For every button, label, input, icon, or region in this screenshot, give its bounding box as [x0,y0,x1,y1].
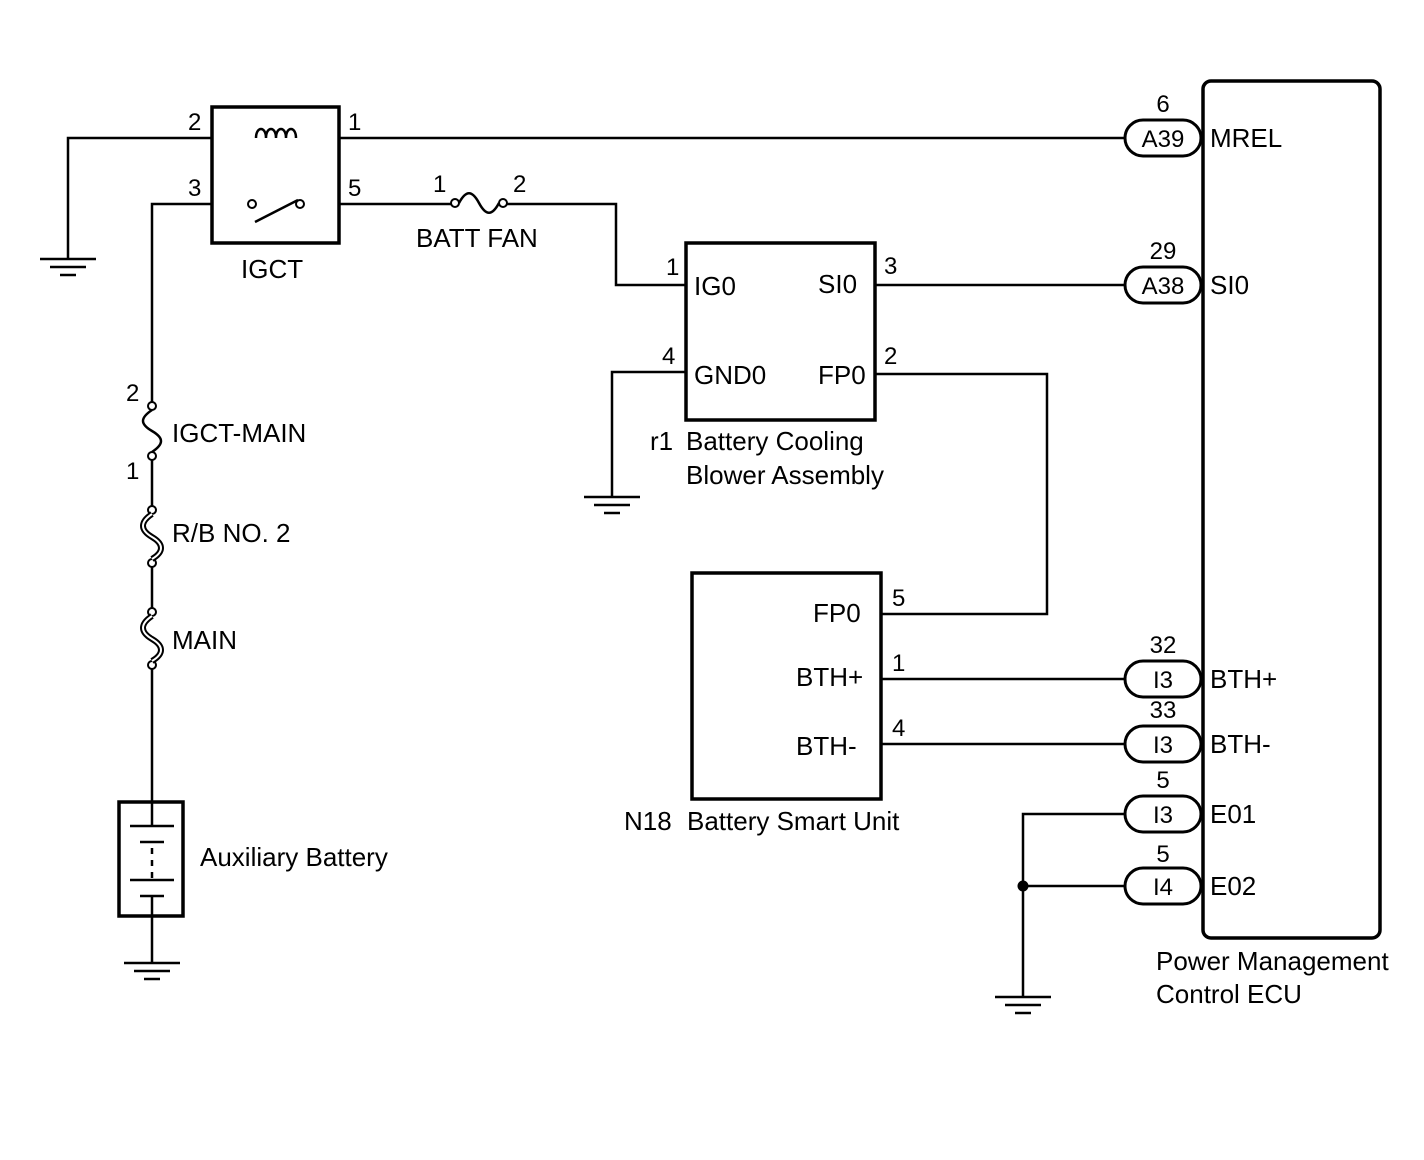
igct-main-label: IGCT-MAIN [172,418,306,448]
aux-battery-label: Auxiliary Battery [200,842,388,872]
terminal-label: E01 [1210,799,1256,829]
coil-icon [254,127,298,139]
wire-mrel [66,136,1126,258]
fuse-icon [141,408,163,454]
igct-main-fuse: 2 1 IGCT-MAIN [126,380,306,485]
pin-number: 29 [1150,238,1177,265]
pin-number: 5 [1156,767,1169,794]
pin-number: 1 [892,650,905,677]
connector-code: I3 [1153,732,1173,759]
pin-number: 1 [433,171,446,198]
pin-number: 4 [662,343,675,370]
rb-no2-label: R/B NO. 2 [172,518,290,548]
auxiliary-battery: Auxiliary Battery [117,800,388,918]
terminal-label: SI0 [1210,270,1249,300]
connector-code: I4 [1153,874,1173,901]
junction-dot [1017,880,1029,892]
smart-unit-box [690,571,883,801]
battery-smart-unit: FP0 BTH+ BTH- 5 1 4 N18 Battery Smart Un… [624,571,905,836]
ground-icon [584,495,640,515]
pin-number: 5 [1156,841,1169,868]
pin-number: 2 [884,343,897,370]
smart-unit-code: N18 [624,806,672,836]
connector-pill [1123,866,1203,906]
ground-icon [995,995,1051,1015]
ecu-name-line1: Power Management [1156,946,1389,976]
wire-batt-fan-out [505,202,686,287]
battery-icon [130,802,174,916]
terminal-label: MREL [1210,123,1282,153]
terminal-label: GND0 [694,360,766,390]
batt-fan-fuse: 1 2 BATT FAN [416,171,538,253]
wire-fp0 [876,372,1049,616]
terminal-label: BTH- [1210,729,1271,759]
pin-number: 2 [188,109,201,136]
pin-number: 32 [1150,632,1177,659]
blower-name-line2: Blower Assembly [686,460,884,490]
connector-pill [1123,118,1203,158]
terminal-label: SI0 [818,269,857,299]
pin-number: 5 [348,175,361,202]
wire-gnd0 [610,370,686,496]
connector-code: A39 [1142,126,1185,153]
main-fusible-link: MAIN [140,607,237,670]
pin-number: 5 [892,585,905,612]
pin-number: 6 [1156,91,1169,118]
ecu-box [1201,79,1382,940]
batt-fan-label: BATT FAN [416,223,538,253]
terminal-label: BTH+ [796,662,863,692]
blower-box [684,241,877,422]
connector-code: A38 [1142,273,1185,300]
pin-number: 1 [666,254,679,281]
fuse-icon [457,192,501,214]
pin-number: 3 [188,175,201,202]
connector-code: I3 [1153,667,1173,694]
switch-icon [247,198,305,224]
connector-pill [1123,794,1203,834]
wire-e01-e02-ground [1021,812,1126,996]
connector-pill [1123,724,1203,764]
ground-icon [124,961,180,981]
connector-pill [1123,265,1203,305]
pin-number: 1 [126,458,139,485]
blower-assembly: IG0 SI0 GND0 FP0 1 3 4 2 r1 Battery Cool… [650,241,897,490]
terminal-label: E02 [1210,871,1256,901]
terminal-label: BTH- [796,731,857,761]
terminal-label: FP0 [813,598,861,628]
igct-label: IGCT [241,254,303,284]
rb-no2-fusible-link: R/B NO. 2 [140,505,290,568]
ecu-name-line2: Control ECU [1156,979,1302,1009]
connector-code: I3 [1153,802,1173,829]
pin-number: 33 [1150,697,1177,724]
igct-relay-box [210,105,341,245]
terminal-label: IG0 [694,271,736,301]
terminal-label: FP0 [818,360,866,390]
pin-number: 3 [884,253,897,280]
pin-number: 4 [892,715,905,742]
blower-name-line1: Battery Cooling [686,426,864,456]
connector-pill [1123,659,1203,699]
smart-unit-name: Battery Smart Unit [687,806,900,836]
pin-number: 1 [348,109,361,136]
ground-icon [40,257,96,277]
main-fuse-label: MAIN [172,625,237,655]
blower-code: r1 [650,426,673,456]
terminal-label: BTH+ [1210,664,1277,694]
pin-number: 2 [126,380,139,407]
pin-number: 2 [513,171,526,198]
igct-relay: 2 1 3 5 IGCT [188,105,361,284]
ecu-terminals: A396MRELA3829SI0I332BTH+I333BTH-I35E01I4… [1123,91,1282,906]
